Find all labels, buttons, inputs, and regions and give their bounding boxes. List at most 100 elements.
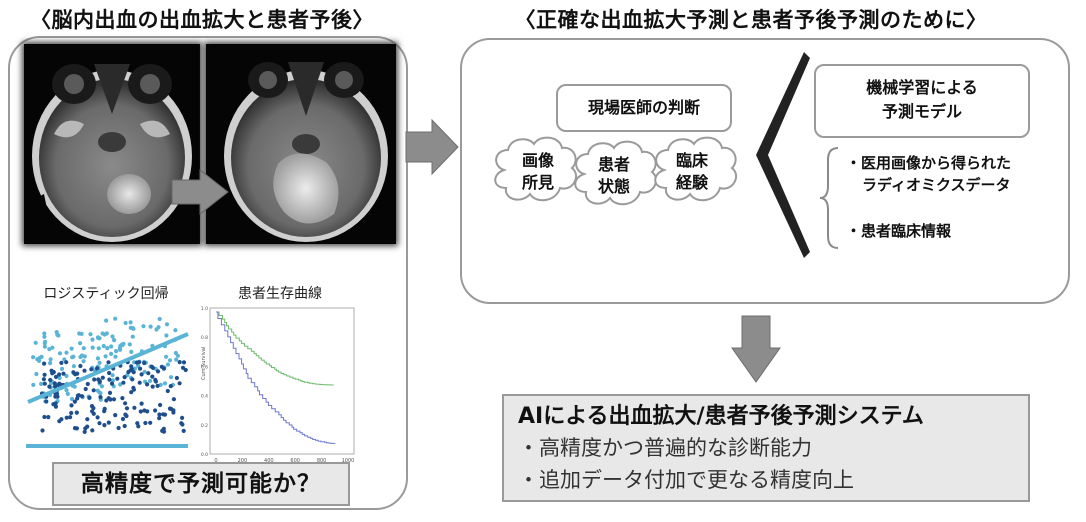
scatter-point [71, 355, 75, 359]
scatter-point [101, 376, 105, 380]
scatter-point [121, 417, 125, 421]
scatter-point [34, 372, 38, 376]
bullet-radiomics: ・医用画像から得られた ラディオミクスデータ [846, 152, 1056, 196]
survival-ytick: 0.6 [201, 364, 208, 370]
ml-box-line1: 機械学習による [816, 76, 1028, 100]
scatter-point [110, 334, 114, 338]
scatter-point [76, 394, 80, 398]
regression-baseline [26, 444, 188, 448]
scatter-point [82, 369, 86, 373]
scatter-point [156, 369, 160, 373]
scatter-point [48, 361, 52, 365]
scatter-point [104, 398, 108, 402]
scatter-point [107, 421, 111, 425]
scatter-point [175, 376, 179, 380]
survival-curve-label: 患者生存曲線 [200, 283, 360, 303]
scatter-point [43, 373, 47, 377]
scatter-point [40, 428, 44, 432]
scatter-point [59, 417, 63, 421]
scatter-point [138, 381, 142, 385]
scatter-point [180, 416, 184, 420]
survival-ylabel: Cum Survival [201, 347, 207, 380]
survival-ytick: 1.0 [201, 306, 208, 312]
ml-box-line2: 予測モデル [816, 100, 1028, 124]
scatter-point [90, 428, 94, 432]
cloud-patient-line1: 患者 [582, 154, 646, 176]
scatter-point [150, 375, 154, 379]
scatter-point [75, 372, 79, 376]
scatter-point [42, 377, 46, 381]
cloud-patient-status: 患者 状態 [582, 154, 646, 198]
scatter-point [138, 367, 142, 371]
scatter-point [112, 397, 116, 401]
scatter-point [96, 336, 100, 340]
scatter-point [117, 426, 121, 430]
scatter-point [103, 332, 107, 336]
scatter-point [98, 379, 102, 383]
scatter-point [57, 372, 61, 376]
scatter-point [109, 344, 113, 348]
main-right-arrow-icon [404, 118, 460, 176]
scatter-point [171, 410, 175, 414]
right-panel-title: 〈正確な出血拡大予測と患者予後予測のために〉 [420, 4, 1082, 34]
scatter-point [162, 427, 166, 431]
scatter-point [118, 348, 122, 352]
scatter-point [149, 325, 153, 329]
scatter-point [59, 361, 63, 365]
scatter-point [148, 421, 152, 425]
scatter-point [124, 321, 128, 325]
ct-scan-after-image [206, 44, 396, 244]
scatter-point [143, 421, 147, 425]
scatter-point [64, 360, 68, 364]
scatter-point [148, 379, 152, 383]
scatter-point [110, 382, 114, 386]
left-panel-title: 〈脳内出血の出血拡大と患者予後〉 [6, 4, 398, 34]
scatter-point [156, 384, 160, 388]
scatter-point [98, 395, 102, 399]
scatter-point [92, 377, 96, 381]
scatter-point [68, 415, 72, 419]
scatter-point [95, 366, 99, 370]
scatter-point [160, 365, 164, 369]
scatter-point [85, 417, 89, 421]
cloud-imaging-line2: 所見 [506, 172, 570, 194]
scatter-point [168, 407, 172, 411]
scatter-point [50, 346, 54, 350]
ml-prediction-model-box: 機械学習による 予測モデル [814, 64, 1030, 138]
scatter-point [130, 377, 134, 381]
scatter-point [97, 390, 101, 394]
scatter-point [141, 324, 145, 328]
scatter-point [31, 355, 35, 359]
survival-ytick: 0.2 [201, 423, 208, 429]
cloud-patient-line2: 状態 [582, 176, 646, 198]
scatter-point [47, 385, 51, 389]
scatter-point [112, 338, 116, 342]
scatter-point [100, 384, 104, 388]
scatter-point [140, 402, 144, 406]
bullet-radiomics-line2: ラディオミクスデータ [846, 174, 1056, 196]
survival-ytick: 0.8 [201, 335, 208, 341]
logistic-regression-label: ロジスティック回帰 [26, 283, 186, 303]
scatter-point [42, 335, 46, 339]
scatter-point [102, 409, 106, 413]
scatter-point [123, 413, 127, 417]
scatter-point [172, 397, 176, 401]
scatter-point [60, 367, 64, 371]
scatter-point [44, 399, 48, 403]
scatter-point [73, 426, 77, 430]
scatter-point [86, 382, 90, 386]
scatter-point [70, 347, 74, 351]
scatter-point [80, 394, 84, 398]
scatter-point [113, 317, 117, 321]
logistic-regression-scatter-plot [22, 302, 192, 452]
scatter-point [181, 366, 185, 370]
curly-brace-icon [818, 146, 842, 250]
scatter-point [69, 403, 73, 407]
scatter-point [91, 406, 95, 410]
scatter-point [123, 424, 127, 428]
scatter-point [69, 411, 73, 415]
scatter-point [123, 401, 127, 405]
result-line-1: ・高精度かつ普遍的な診断能力 [518, 432, 1014, 464]
cloud-imaging-findings: 画像 所見 [506, 150, 570, 194]
scatter-point [90, 338, 94, 342]
